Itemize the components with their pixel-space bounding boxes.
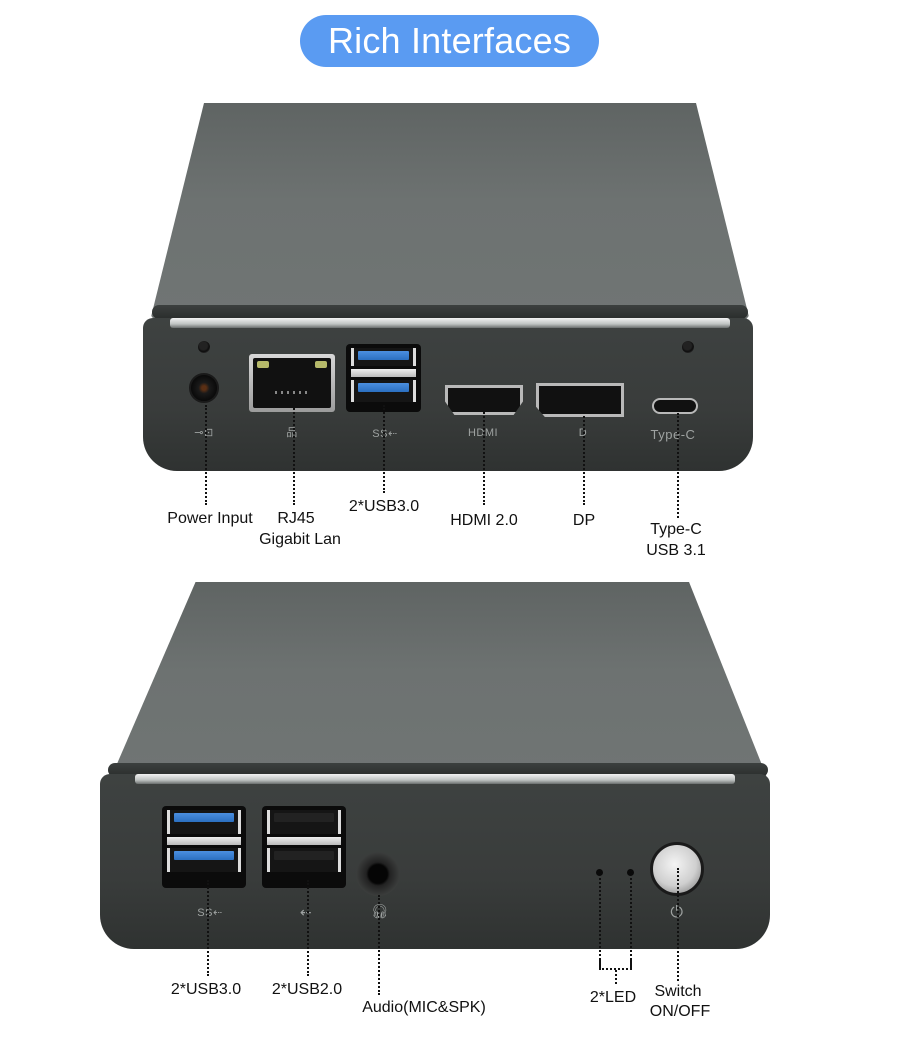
leader-dp [583,405,585,505]
leader-rj45 [293,405,295,505]
usb2-slot-top [267,810,341,834]
usb2-port-stack [262,806,346,888]
title-banner: Rich Interfaces [300,15,599,67]
lid-lip [152,305,748,319]
typec-port [652,398,698,414]
displayport-port [536,383,624,417]
usb3-slot-top [351,348,416,366]
label-usb3-front: 2*USB3.0 [170,981,242,998]
usb3-port-stack [346,344,421,412]
power-input-port [189,373,219,403]
device-back-view: ⊸⊡ 品 SS⇠ HDMI D Type-C Power Input RJ45 … [143,103,753,559]
led-indicator-2 [627,869,634,876]
rj45-port [249,354,335,412]
leader-switch [677,868,679,981]
audio-jack [356,852,400,896]
label-gigabit-lan: Gigabit Lan [259,531,341,548]
label-led: 2*LED [589,989,637,1006]
device-bevel [170,318,730,328]
leader-led-2 [630,878,632,968]
leader-usb2 [307,880,309,976]
label-switch: Switch [654,983,702,1000]
label-dp: DP [572,512,596,529]
leader-led-join [615,970,617,984]
usb3-icon-front: SS⇠ [197,907,223,919]
label-typec: Type-C [650,521,702,538]
leader-usb3-front [207,880,209,976]
usb2-icon: ⇠ [299,904,313,920]
displayport-icon: D [578,427,588,439]
label-audio: Audio(MIC&SPK) [362,999,486,1016]
usb3-slot-top-front [167,810,241,834]
label-power-input: Power Input [167,510,253,527]
title-text: Rich Interfaces [327,20,572,61]
leader-audio [378,895,380,995]
device-lid-front [110,582,768,780]
screw-right [682,341,694,353]
label-on-off: ON/OFF [649,1003,711,1020]
device-lid [150,103,750,321]
typec-glyph: Type-C [650,427,696,442]
leader-power [205,405,207,505]
screw-left [198,341,210,353]
leader-led-1 [599,878,601,968]
label-usb31: USB 3.1 [646,542,706,559]
network-icon: 品 [286,427,298,439]
power-icon: ⏻ [670,904,684,921]
usb3-slot-bottom-front [167,848,241,872]
led-indicator-1 [596,869,603,876]
usb2-slot-bottom [267,848,341,872]
label-usb2: 2*USB2.0 [271,981,343,998]
label-hdmi: HDMI 2.0 [450,512,518,529]
device-bevel-front [135,774,735,784]
led-bracket [599,960,632,970]
leader-usb3 [383,405,385,493]
leader-typec [677,413,679,518]
usb3-port-stack-front [162,806,246,888]
label-usb3-back: 2*USB3.0 [348,498,420,515]
leader-hdmi [483,405,485,505]
hdmi-glyph: HDMI [467,427,499,439]
usb3-slot-bottom [351,380,416,402]
label-rj45: RJ45 [277,510,315,527]
lid-lip-front [108,763,768,777]
headset-icon: 🎧︎ [370,903,390,919]
power-input-icon: ⊸⊡ [194,427,214,439]
